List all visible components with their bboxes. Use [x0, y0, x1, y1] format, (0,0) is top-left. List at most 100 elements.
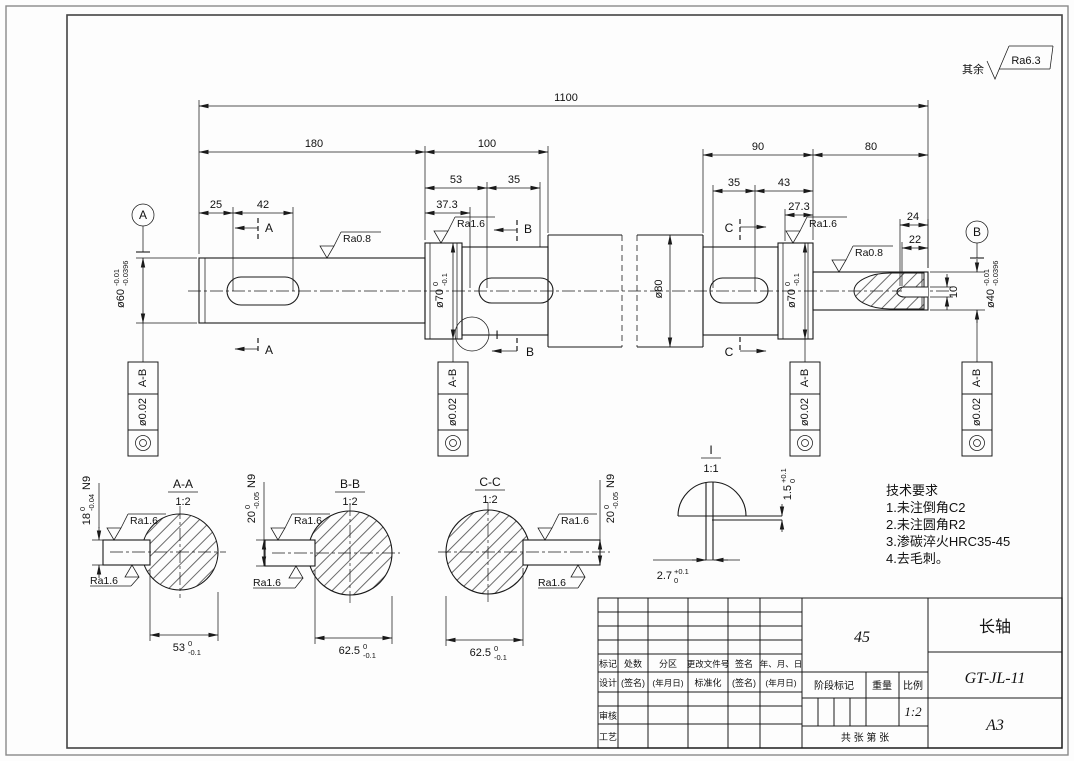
svg-text:A-B: A-B — [137, 369, 149, 387]
roughness-ra16-right: Ra1.6 — [785, 216, 847, 244]
section-view-aa: A-A 1:2 18 0 -0.04 N9 Ra1.6 — [78, 476, 226, 657]
svg-text:0: 0 — [243, 505, 252, 509]
svg-text:27.3: 27.3 — [788, 201, 809, 213]
surface-roughness-icon — [986, 45, 1054, 80]
tech-req-title: 技术要求 — [886, 483, 938, 498]
svg-text:Ra1.6: Ra1.6 — [457, 218, 485, 230]
dimension-dia80: ø80 — [653, 234, 673, 348]
dimension-625-width-cc: 62.5 0 -0.1 — [445, 568, 524, 662]
svg-text:Ra1.6: Ra1.6 — [561, 515, 589, 527]
svg-text:A-B: A-B — [971, 369, 983, 387]
svg-text:43: 43 — [778, 177, 790, 189]
svg-text:I: I — [709, 443, 712, 457]
roughness-ra08-right: Ra0.8 — [831, 245, 893, 273]
dimension-90-80: 90 80 — [702, 141, 929, 240]
svg-text:-0.0396: -0.0396 — [121, 261, 130, 286]
svg-text:Ra1.6: Ra1.6 — [538, 577, 566, 589]
svg-text:签名: 签名 — [735, 658, 753, 669]
svg-text:Ra1.6: Ra1.6 — [294, 515, 322, 527]
svg-text:-0.05: -0.05 — [252, 492, 261, 509]
svg-text:(年月日): (年月日) — [652, 678, 683, 688]
svg-text:0: 0 — [674, 576, 678, 585]
svg-text:24: 24 — [907, 211, 919, 223]
svg-text:1:2: 1:2 — [175, 496, 190, 508]
svg-text:-0.1: -0.1 — [363, 651, 376, 660]
svg-text:0: 0 — [788, 479, 797, 483]
svg-text:1:2: 1:2 — [342, 496, 357, 508]
svg-text:(年月日): (年月日) — [765, 678, 796, 688]
svg-text:Ra0.8: Ra0.8 — [855, 247, 883, 259]
concentricity-icon — [135, 435, 151, 451]
svg-text:A: A — [265, 343, 273, 357]
roughness-ra16-left: Ra1.6 — [433, 216, 495, 244]
dimension-37-3: 37.3 — [424, 199, 471, 288]
gtol-frames — [142, 310, 978, 362]
roughness-ra08-left: Ra0.8 — [319, 231, 381, 259]
rest-label: 其余 — [962, 62, 984, 76]
dimension-53-35: 53 35 — [424, 174, 541, 288]
svg-text:B: B — [973, 225, 981, 239]
svg-text:N9: N9 — [246, 474, 258, 488]
svg-text:2.未注圆角R2: 2.未注圆角R2 — [886, 517, 965, 532]
svg-text:0: 0 — [363, 642, 367, 651]
svg-text:1:2: 1:2 — [482, 494, 497, 506]
svg-text:20: 20 — [246, 511, 258, 523]
svg-text:-0.01: -0.01 — [982, 269, 991, 286]
svg-text:年、月、日: 年、月、日 — [760, 659, 803, 669]
svg-text:35: 35 — [728, 177, 740, 189]
tb-scale-label: 比例 — [903, 679, 923, 692]
tb-sheets: 共 张 第 张 — [841, 731, 889, 744]
dimension-key18: 18 0 -0.04 N9 — [78, 476, 103, 578]
svg-text:标准化: 标准化 — [694, 677, 721, 688]
keyway-2 — [478, 277, 554, 304]
svg-text:-0.01: -0.01 — [112, 269, 121, 286]
svg-text:22: 22 — [909, 234, 921, 246]
svg-text:180: 180 — [305, 138, 323, 150]
svg-text:0: 0 — [431, 282, 440, 286]
drawing-frame — [5, 5, 1069, 756]
dimension-25-42: 25 42 — [198, 199, 294, 291]
tb-scale-value: 1:2 — [904, 704, 922, 719]
svg-text:25: 25 — [210, 199, 222, 211]
svg-text:+0.1: +0.1 — [779, 468, 788, 483]
tb-material: 45 — [854, 629, 870, 646]
concentricity-icon — [445, 435, 461, 451]
rest-ra-value: Ra6.3 — [1011, 55, 1040, 67]
svg-text:N9: N9 — [605, 474, 617, 488]
svg-text:Ra0.8: Ra0.8 — [343, 233, 371, 245]
svg-text:1100: 1100 — [554, 92, 578, 104]
svg-text:处数: 处数 — [624, 658, 642, 669]
svg-text:ø60: ø60 — [115, 289, 127, 308]
svg-text:0: 0 — [78, 507, 87, 511]
svg-text:B-B: B-B — [340, 477, 360, 491]
svg-text:A: A — [139, 208, 147, 222]
svg-text:37.3: 37.3 — [436, 199, 457, 211]
svg-text:0: 0 — [188, 639, 192, 648]
svg-text:ø0.02: ø0.02 — [447, 398, 459, 426]
detail-view-i: I 1:1 1.5 +0.1 0 2.7 +0.1 0 — [653, 443, 797, 585]
concentricity-icon — [969, 435, 985, 451]
detail-i-mark: I — [495, 328, 498, 342]
svg-text:C: C — [725, 221, 734, 235]
dimension-24-22: 24 22 — [899, 211, 929, 286]
svg-text:Ra1.6: Ra1.6 — [90, 575, 118, 587]
svg-text:0: 0 — [494, 644, 498, 653]
svg-text:更改文件号: 更改文件号 — [687, 659, 730, 669]
dimension-180-100: 180 100 — [198, 138, 549, 240]
svg-text:18: 18 — [81, 513, 93, 525]
svg-text:ø80: ø80 — [653, 280, 665, 299]
svg-text:B: B — [524, 222, 532, 236]
title-block: 标记 处数 分区 更改文件号 签名 年、月、日 设计 (签名) (年月日) 标准… — [597, 597, 1063, 749]
roughness-cc-bottom: Ra1.6 — [538, 564, 586, 589]
svg-text:+0.1: +0.1 — [674, 567, 689, 576]
main-view: I 1100 180 100 90 80 — [112, 92, 1000, 362]
dimension-key20-cc: 20 0 -0.05 N9 — [597, 474, 620, 566]
svg-text:-0.1: -0.1 — [440, 273, 449, 286]
svg-text:1.5: 1.5 — [782, 485, 794, 500]
dimension-1100: 1100 — [198, 92, 929, 268]
section-mark-b: B B — [491, 220, 534, 359]
svg-text:C-C: C-C — [479, 475, 501, 489]
dimension-dia70-right: ø70 0 -0.1 — [783, 242, 808, 340]
svg-text:-0.1: -0.1 — [494, 653, 507, 662]
